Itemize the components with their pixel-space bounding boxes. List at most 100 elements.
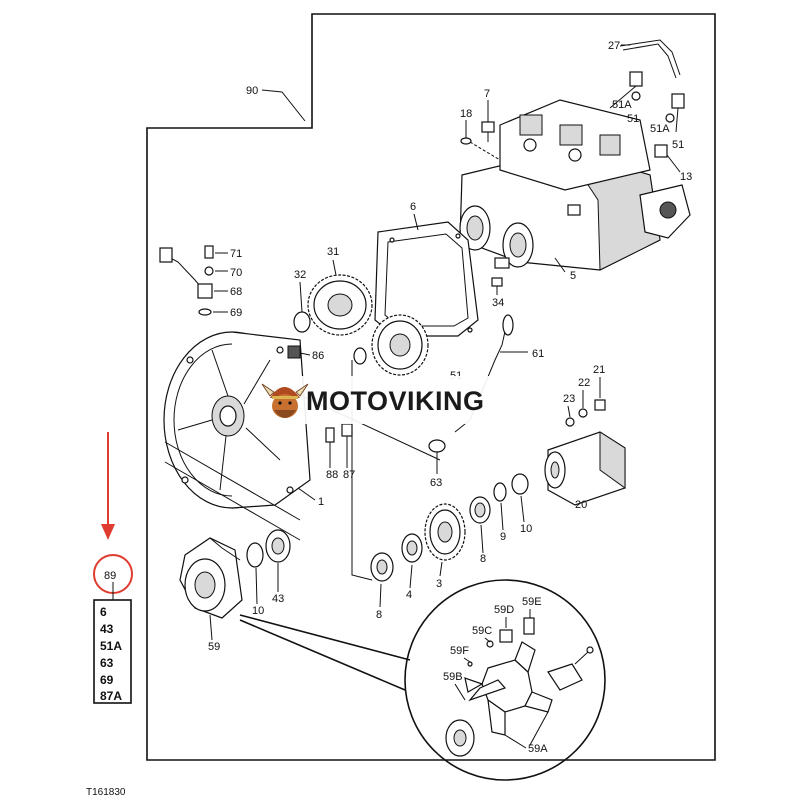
callout-59: 59 [208,641,220,653]
gear-31 [307,274,373,336]
callout-6: 6 [410,201,416,213]
callout-88: 88 [326,469,338,481]
snap-ring-9 [493,482,507,502]
callout-61: 61 [532,348,544,360]
callout-8-upper: 8 [480,553,486,565]
callout-51a-left: 51A [612,99,632,111]
callout-70: 70 [230,267,242,279]
callout-43: 43 [272,593,284,605]
assembly-frame [146,13,716,761]
callout-1: 1 [318,496,324,508]
callout-59b: 59B [443,671,463,683]
callout-21: 21 [593,364,605,376]
gear-shaft-3 [424,503,466,561]
callout-51a-right: 51A [650,123,670,135]
callout-9: 9 [500,531,506,543]
o-ring-63 [428,439,446,453]
kit-item: 6 [100,605,107,619]
washer-70 [204,266,214,276]
callout-23: 23 [563,393,575,405]
bolt-21 [594,399,606,411]
coupling-detail-inset [404,579,606,781]
watermark-text: MOTOVIKING [306,386,485,416]
callout-63: 63 [430,477,442,489]
kit-item: 87A [100,689,122,703]
kit-item: 43 [100,622,114,636]
alignment-guides [164,360,441,581]
callout-3: 3 [436,578,442,590]
gear-idler [371,314,429,376]
gasket-6 [374,221,479,337]
callout-10-upper: 10 [520,523,532,535]
callout-27: 27 [608,40,620,52]
kit-annotation: 89 6 43 51A 63 69 87A [93,432,133,704]
callout-87: 87 [343,469,355,481]
washer-18 [460,137,472,145]
callout-59c: 59C [472,625,492,637]
bearing-8-upper [469,496,491,524]
callout-20: 20 [575,499,587,511]
pressure-line-tube [619,39,681,79]
bearing-43 [265,529,291,563]
kit-item: 63 [100,656,114,670]
o-ring-23 [565,417,575,427]
gear-pump-20 [544,431,626,506]
callout-68: 68 [230,286,242,298]
kit-contents-box [93,599,132,704]
kit-number: 89 [104,570,116,582]
callout-4: 4 [406,589,412,601]
coupling-59 [179,537,243,619]
callout-71: 71 [230,248,242,260]
callout-51-right: 51 [672,139,684,151]
sensor-68 [197,283,213,299]
callout-59e: 59E [522,596,542,608]
kit-item: 69 [100,673,114,687]
needle-bearing-4 [401,533,423,563]
callout-86: 86 [312,350,324,362]
callout-31: 31 [327,246,339,258]
key-34 [491,277,503,287]
callout-22: 22 [578,377,590,389]
figure-id: T161830 [86,787,126,798]
callout-59f: 59F [450,645,469,657]
callout-10-lower: 10 [252,605,264,617]
leader-90 [261,89,306,122]
watermark-banner: MOTOVIKING [261,376,532,424]
detail-leader-top [239,614,411,661]
tube-fitting-right [671,93,685,109]
kit-item: 51A [100,639,122,653]
o-ring-69 [198,308,212,316]
callout-5: 5 [570,270,576,282]
sensor-connector [159,247,173,263]
callout-90: 90 [246,85,258,97]
snap-ring-32 [293,311,311,333]
tube-leaders [609,85,679,133]
snap-ring-gear [353,347,367,365]
plate-13 [654,144,668,158]
callout-18: 18 [460,108,472,120]
callout-59a: 59A [528,743,548,755]
watermark-backdrop [266,376,532,424]
screw-71 [204,245,214,259]
o-ring-51a-right [665,113,675,123]
callout-32: 32 [294,269,306,281]
dowel-88 [325,427,335,443]
callout-8-lower: 8 [376,609,382,621]
callout-13: 13 [680,171,692,183]
viking-helmet-icon [261,383,309,418]
plug-86 [287,345,301,359]
callout-7: 7 [484,88,490,100]
snap-ring-10-upper [511,473,529,495]
washer-22 [578,408,588,418]
bolt-7 [481,121,495,133]
red-arrow-head [101,524,115,540]
hydraulic-pump [459,99,691,271]
detail-leader-bottom [239,619,406,691]
plug-87 [341,423,353,437]
callout-59d: 59D [494,604,514,616]
callout-69: 69 [230,307,242,319]
tube-fitting-left [629,71,643,87]
callout-34: 34 [492,297,504,309]
bearing-8-lower [370,552,394,582]
